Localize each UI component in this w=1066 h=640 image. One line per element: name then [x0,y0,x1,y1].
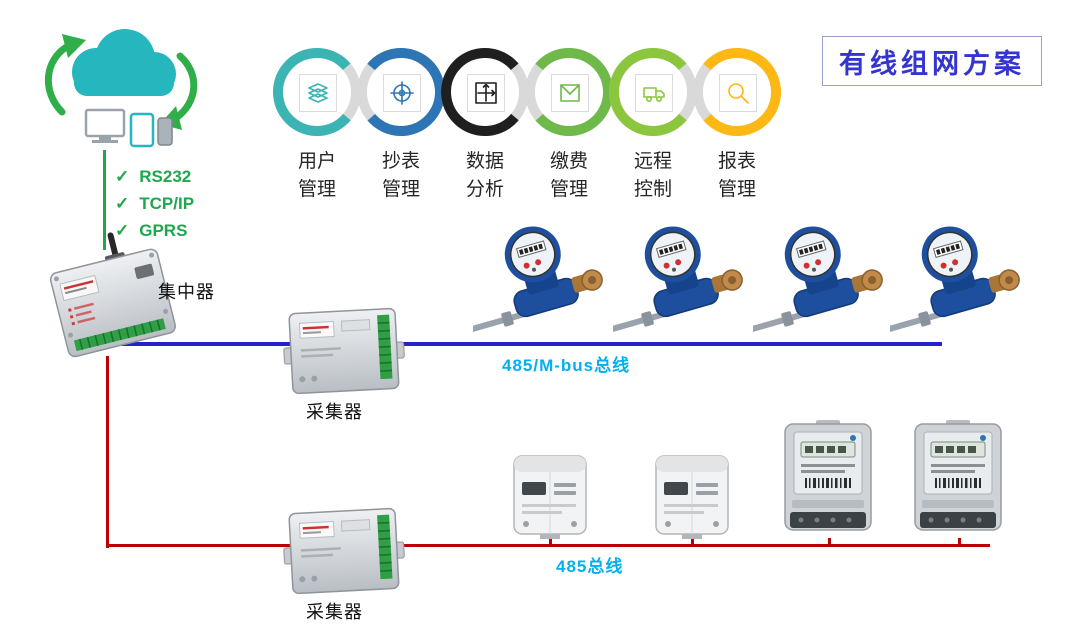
tablet-icon [129,112,155,148]
protocol-label: RS232 [139,166,192,186]
expand-arrows-icon [467,74,505,112]
feature-label-remote-control: 远程控制 [633,151,672,200]
feature-label-report: 报表管理 [717,151,756,200]
feature-ring-payment [521,44,617,140]
check-icon: ✓ [115,166,130,186]
cloud-uplink-line [103,150,106,250]
cloud-platform-icon [28,14,213,164]
feature-ring-user-mgmt [269,44,365,140]
feature-ring-meter-reading [353,44,449,140]
phone-icon [157,117,173,146]
feature-label-user-mgmt: 用户管理 [297,151,336,200]
485-line-vertical [106,356,109,548]
water-meter [886,220,1020,345]
truck-icon [635,74,673,112]
collector-label-top: 采集器 [306,402,363,422]
mbus-line-label: 485/M-bus总线 [502,356,631,375]
feature-label-data-analysis: 数据分析 [465,151,504,200]
collector-device-bottom [283,503,405,606]
diagram-title: 有线组网方案 [822,36,1042,86]
protocol-item: ✓ GPRS [115,217,194,244]
485-stub [958,538,961,545]
485-stub [691,536,694,545]
485-stub [549,536,552,545]
protocol-item: ✓ RS232 [115,163,194,190]
water-meter [469,220,603,345]
monitor-icon [84,108,126,143]
concentrator-label: 集中器 [158,282,215,302]
dial-crosshair-icon [383,74,421,112]
concentrator-device [45,232,180,372]
collector-device-top [283,303,405,406]
protocol-list: ✓ RS232 ✓ TCP/IP ✓ GPRS [115,163,194,244]
protocol-label: GPRS [139,220,188,240]
check-icon: ✓ [115,193,130,213]
485-line-horizontal [106,544,990,547]
feature-ring-report [689,44,785,140]
collector-label-bottom: 采集器 [306,602,363,622]
protocol-label: TCP/IP [139,193,195,213]
din-module [648,452,736,545]
feature-label-payment: 缴费管理 [549,151,588,200]
feature-ring-remote-control [605,44,701,140]
cloud-icon [72,29,176,96]
layers-icon [299,74,337,112]
feature-label-meter-reading: 抄表管理 [381,151,420,200]
energy-meter [781,420,875,545]
protocol-item: ✓ TCP/IP [115,190,194,217]
water-meter [609,220,743,345]
mbus-line [107,342,942,346]
485-stub [828,538,831,545]
magnifier-icon [719,74,757,112]
energy-meter [911,420,1005,545]
din-module [506,452,594,545]
water-meter [749,220,883,345]
485-line-label: 485总线 [556,557,624,576]
feature-ring-data-analysis [437,44,533,140]
check-icon: ✓ [115,220,130,240]
diagram-title-text: 有线组网方案 [839,48,1025,79]
envelope-icon [551,74,589,112]
